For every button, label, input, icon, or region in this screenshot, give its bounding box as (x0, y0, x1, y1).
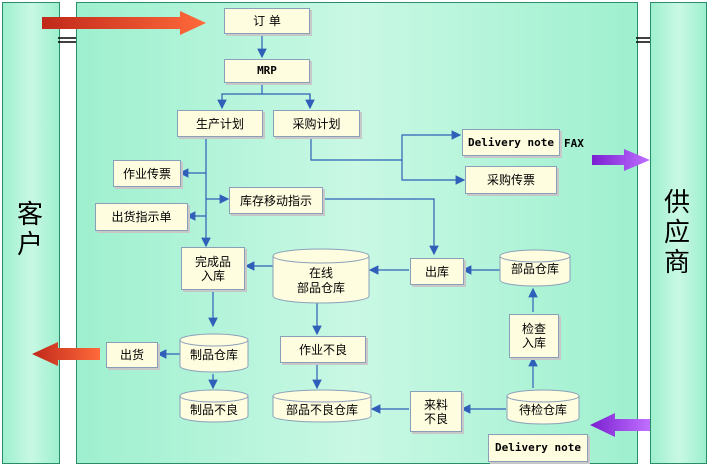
parts-warehouse-label: 部品仓库 (510, 262, 559, 276)
pending-inspection-cylinder (506, 389, 580, 425)
purchase-plan-box: 采购计划 (273, 110, 360, 137)
finished-goods-box: 完成品入库 (181, 247, 245, 290)
inspect-box: 检查入库 (509, 314, 559, 358)
production-plan-box: 生产计划 (177, 110, 263, 137)
product-warehouse-cylinder (179, 333, 249, 373)
work-defect-box: 作业不良 (280, 336, 366, 363)
outbound-box: 出库 (410, 258, 464, 285)
mrp-box: MRP (224, 59, 310, 83)
shipping-instruction-box: 出货指示单 (95, 203, 188, 231)
shipment-outbound-arrow (32, 342, 100, 366)
work-slip-box: 作业传票 (113, 160, 181, 187)
customer-panel (2, 2, 60, 464)
supplier-label: 供 应 商 (663, 188, 690, 278)
product-defect-label: 制品不良 (189, 403, 238, 417)
parts-warehouse-cylinder (499, 249, 571, 287)
order-box: 订 单 (224, 8, 310, 34)
product-defect-cylinder (179, 389, 249, 423)
parts-defect-cylinder (272, 389, 372, 423)
order-inbound-arrow (42, 11, 206, 35)
stock-move-box: 库存移动指示 (229, 187, 323, 214)
delivery-note-out-box: Delivery note (462, 129, 560, 156)
parts-defect-label: 部品不良仓库 (285, 403, 358, 417)
panel-tick-marks (58, 37, 650, 43)
customer-label: 客 户 (16, 200, 43, 260)
purchase-slip-box: 采购传票 (465, 166, 557, 194)
fax-to-supplier-arrow (592, 149, 650, 171)
delivery-note-in-box: Delivery note (488, 434, 588, 462)
supplier-panel (650, 2, 707, 464)
pending-inspection-label: 待检仓库 (518, 403, 567, 417)
product-warehouse-label: 制品仓库 (189, 348, 238, 362)
main-process-panel (76, 2, 638, 464)
online-parts-label: 在线部品仓库 (296, 266, 345, 295)
online-parts-cylinder (272, 248, 370, 304)
fax-label: FAX (564, 137, 584, 150)
supplier-delivery-arrow (590, 413, 650, 437)
incoming-defect-box: 来料不良 (410, 391, 462, 432)
shipment-box: 出货 (106, 342, 158, 368)
